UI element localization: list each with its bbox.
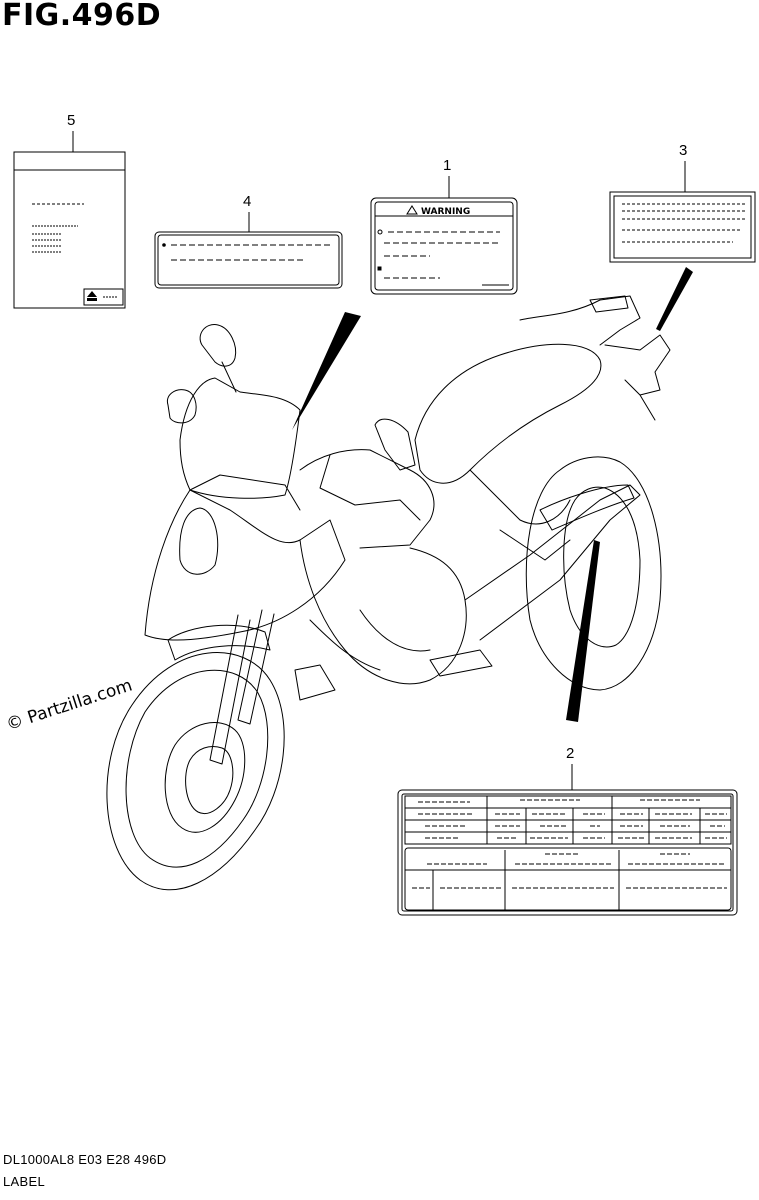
- motorcycle-outline: [106, 295, 671, 891]
- manual-label: [13, 151, 126, 309]
- warning-heading: WARNING: [421, 207, 470, 217]
- callout-5[interactable]: 5: [67, 112, 76, 129]
- label-3: [609, 191, 756, 263]
- callout-2[interactable]: 2: [566, 745, 575, 762]
- callout-1[interactable]: 1: [443, 157, 452, 174]
- manual-symbol-icon: [87, 291, 97, 301]
- tire-info-label: [397, 789, 738, 916]
- pointer-wedge-2: [566, 540, 600, 722]
- footer-name: LABEL: [3, 1174, 45, 1189]
- pointer-wedge-4: [292, 312, 361, 430]
- callout-3[interactable]: 3: [679, 142, 688, 159]
- warning-triangle-icon: [406, 205, 418, 215]
- pointer-wedge-3: [656, 267, 693, 331]
- figure-title: FIG.496D: [2, 0, 162, 33]
- callout-4[interactable]: 4: [243, 193, 252, 210]
- warning-label: [370, 197, 518, 295]
- footer-code: DL1000AL8 E03 E28 496D: [3, 1152, 167, 1167]
- label-4: [154, 231, 343, 289]
